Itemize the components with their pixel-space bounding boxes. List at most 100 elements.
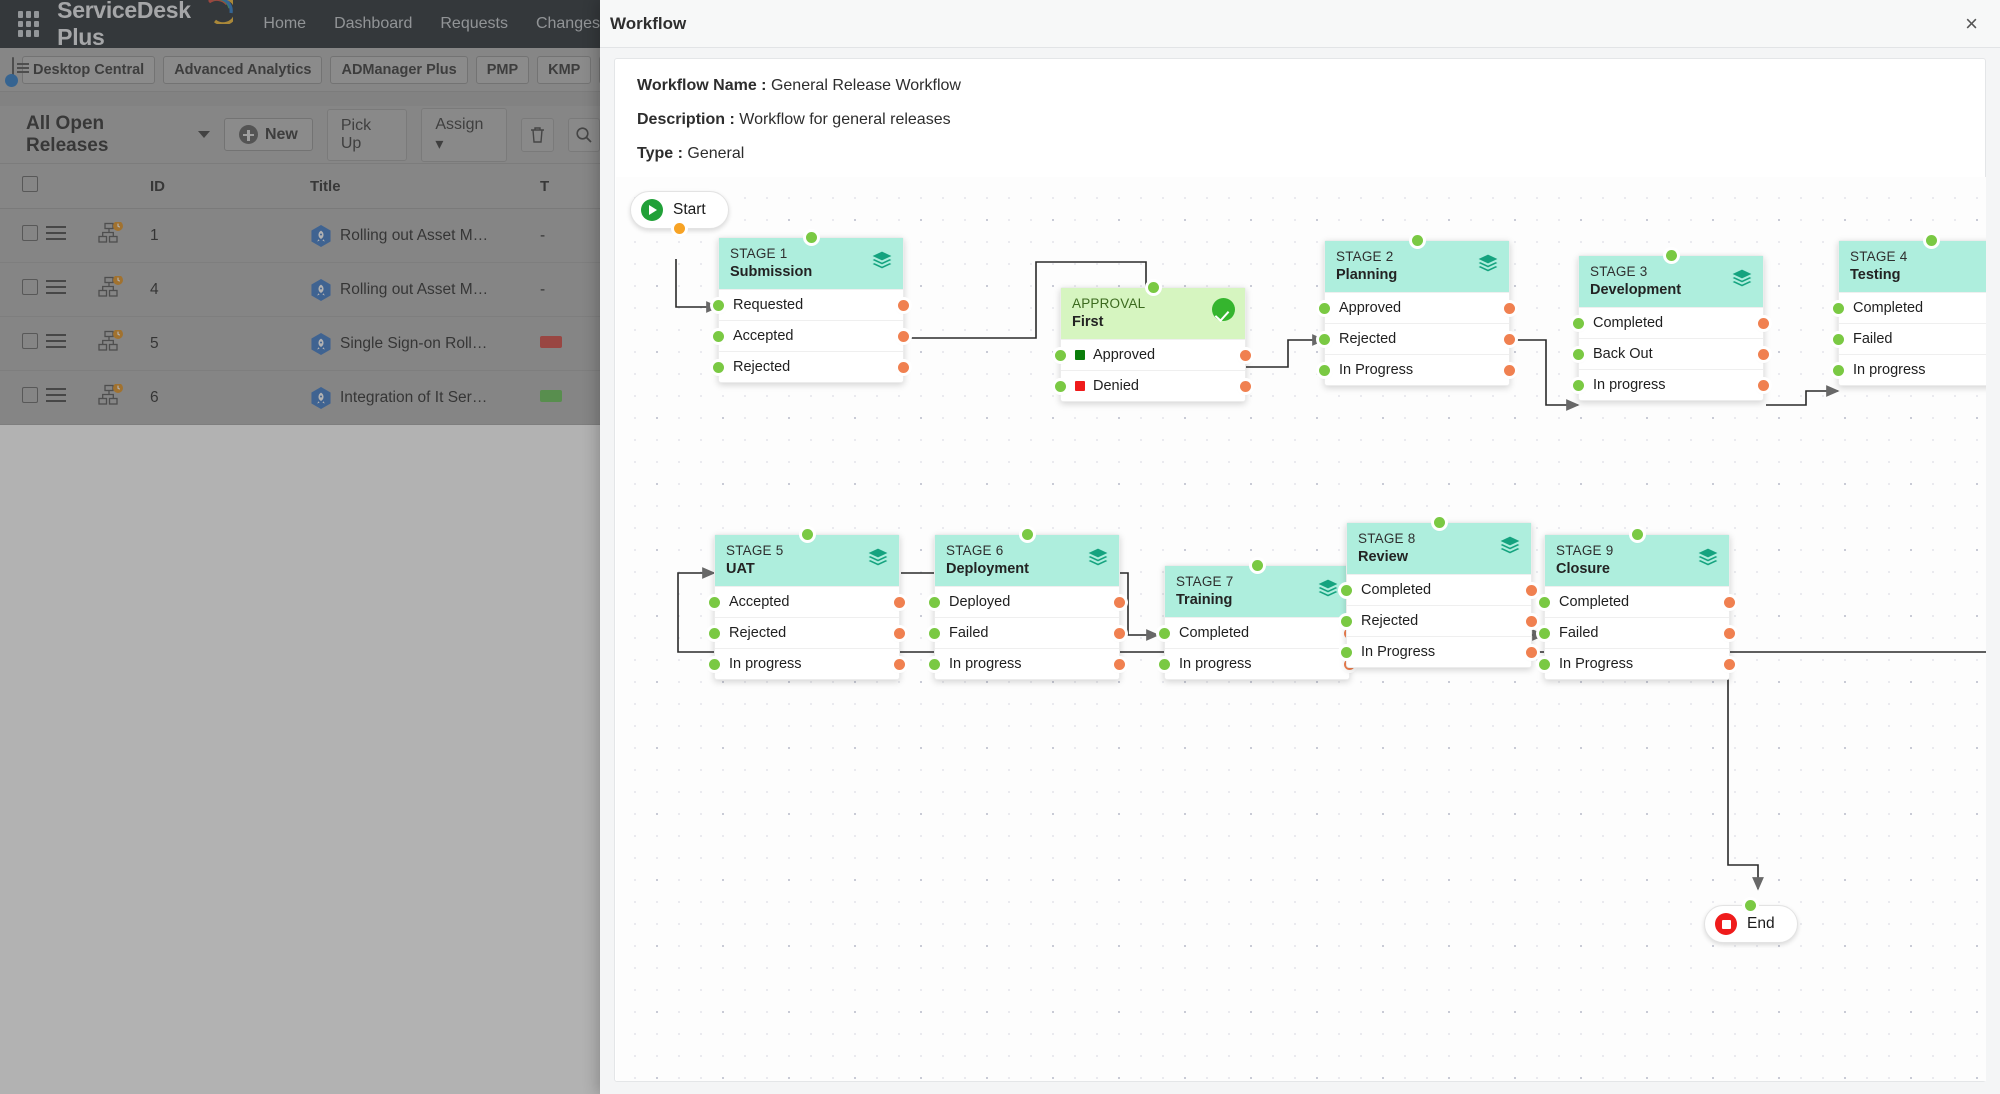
status-input-port[interactable] [1055, 350, 1066, 361]
status-input-port[interactable] [1573, 318, 1584, 329]
status-output-port[interactable] [1758, 349, 1769, 360]
status-output-port[interactable] [894, 628, 905, 639]
close-icon[interactable]: × [1965, 10, 1978, 36]
node-status-row[interactable]: Failed [1833, 323, 1986, 354]
status-output-port[interactable] [1240, 350, 1251, 361]
status-input-port[interactable] [1319, 303, 1330, 314]
node-status-row[interactable]: Failed [1539, 617, 1735, 648]
row-menu-icon[interactable] [46, 280, 66, 294]
node-status-row[interactable]: Denied [1055, 370, 1251, 401]
status-input-port[interactable] [1341, 585, 1352, 596]
row-title-cell[interactable]: Integration of It Ser… [310, 370, 540, 425]
status-input-port[interactable] [713, 362, 724, 373]
node-status-row[interactable]: In progress [929, 648, 1125, 679]
workflow-tree-icon[interactable] [98, 383, 124, 406]
status-input-port[interactable] [1539, 628, 1550, 639]
node-status-row[interactable]: Approved [1055, 339, 1251, 370]
topnav-item-requests[interactable]: Requests [440, 15, 508, 32]
status-input-port[interactable] [929, 659, 940, 670]
row-checkbox[interactable] [22, 279, 38, 295]
app-chip-admanager-plus[interactable]: ADManager Plus [330, 55, 468, 84]
status-input-port[interactable] [1833, 334, 1844, 345]
row-checkbox[interactable] [22, 387, 38, 403]
status-input-port[interactable] [1573, 349, 1584, 360]
header-title[interactable]: Title [310, 164, 540, 209]
status-output-port[interactable] [1526, 647, 1537, 658]
row-workflow-cell[interactable] [98, 370, 150, 425]
status-input-port[interactable] [709, 597, 720, 608]
node-input-port[interactable] [805, 232, 817, 243]
status-output-port[interactable] [1758, 318, 1769, 329]
node-status-row[interactable]: In progress [1833, 354, 1986, 385]
delete-button[interactable] [521, 117, 554, 152]
modal-backdrop[interactable] [0, 0, 600, 1094]
node-input-port[interactable] [1433, 517, 1445, 528]
status-input-port[interactable] [1539, 597, 1550, 608]
end-input-port[interactable] [1745, 900, 1757, 911]
status-input-port[interactable] [709, 628, 720, 639]
node-input-port[interactable] [1925, 235, 1937, 246]
node-status-row[interactable]: Rejected [709, 617, 905, 648]
apps-grid-icon[interactable] [18, 11, 40, 37]
status-input-port[interactable] [1539, 659, 1550, 670]
node-status-row[interactable]: Accepted [709, 586, 905, 617]
brand-logo[interactable]: ServiceDesk Plus [57, 0, 234, 51]
node-input-port[interactable] [1251, 560, 1263, 571]
workflow-tree-icon[interactable] [98, 329, 124, 352]
search-button[interactable] [567, 117, 600, 152]
node-status-row[interactable]: Completed [1341, 574, 1537, 605]
row-menu-cell[interactable] [46, 262, 98, 317]
row-select-cell[interactable] [0, 208, 46, 263]
node-status-row[interactable]: Back Out [1573, 338, 1769, 369]
row-title-cell[interactable]: Rolling out Asset M… [310, 208, 540, 263]
workflow-tree-icon[interactable] [98, 221, 124, 244]
start-output-port[interactable] [673, 223, 685, 234]
row-menu-icon[interactable] [46, 334, 66, 348]
row-checkbox[interactable] [22, 333, 38, 349]
end-node[interactable]: End [1704, 900, 1798, 943]
app-chip-sitex[interactable]: SiteX [599, 55, 600, 84]
header-id[interactable]: ID [150, 164, 310, 209]
node-status-row[interactable]: Rejected [713, 351, 909, 382]
status-input-port[interactable] [1319, 365, 1330, 376]
status-output-port[interactable] [1504, 303, 1515, 314]
node-input-port[interactable] [801, 529, 813, 540]
status-output-port[interactable] [894, 659, 905, 670]
row-title-cell[interactable]: Rolling out Asset M… [310, 262, 540, 317]
topnav-item-dashboard[interactable]: Dashboard [334, 15, 413, 32]
status-output-port[interactable] [1504, 365, 1515, 376]
node-status-row[interactable]: Approved [1319, 292, 1515, 323]
row-workflow-cell[interactable] [98, 316, 150, 371]
status-output-port[interactable] [1240, 381, 1251, 392]
status-input-port[interactable] [1833, 365, 1844, 376]
node-input-port[interactable] [1665, 250, 1677, 261]
status-output-port[interactable] [1114, 597, 1125, 608]
header-t[interactable]: T [540, 164, 600, 209]
status-output-port[interactable] [898, 362, 909, 373]
status-output-port[interactable] [1504, 334, 1515, 345]
app-chip-desktop-central[interactable]: Desktop Central [22, 55, 156, 84]
status-output-port[interactable] [1526, 616, 1537, 627]
node-input-port[interactable] [1631, 529, 1643, 540]
topnav-item-changes[interactable]: Changes [535, 15, 600, 32]
node-input-port[interactable] [1147, 282, 1159, 293]
status-input-port[interactable] [1341, 616, 1352, 627]
node-status-row[interactable]: In Progress [1539, 648, 1735, 679]
status-output-port[interactable] [1758, 380, 1769, 391]
node-status-row[interactable]: Failed [929, 617, 1125, 648]
status-output-port[interactable] [1724, 628, 1735, 639]
row-menu-cell[interactable] [46, 208, 98, 263]
node-status-row[interactable]: In progress [1573, 369, 1769, 400]
row-workflow-cell[interactable] [98, 262, 150, 317]
node-status-row[interactable]: Completed [1539, 586, 1735, 617]
status-output-port[interactable] [1526, 585, 1537, 596]
node-status-row[interactable]: In Progress [1341, 636, 1537, 667]
node-status-row[interactable]: Completed [1833, 292, 1986, 323]
